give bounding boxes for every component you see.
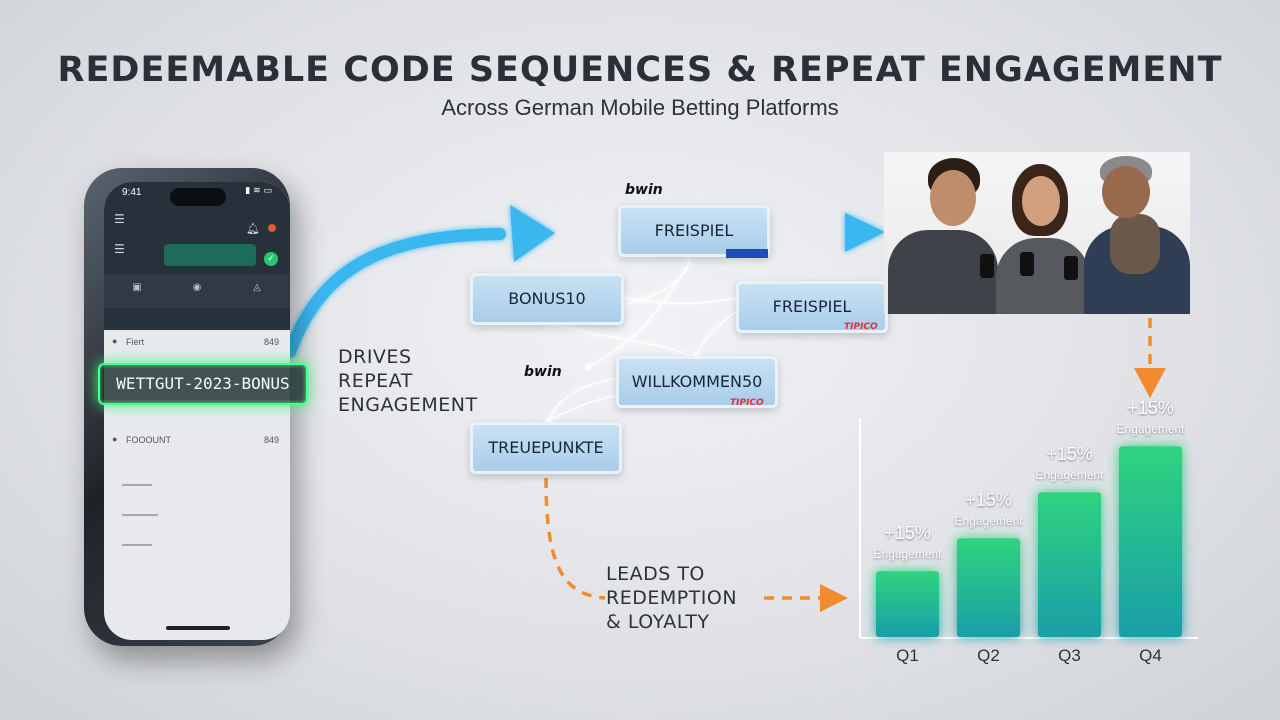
people-arrow-head <box>845 213 885 252</box>
app-nav <box>104 274 290 308</box>
tipico-logo: TIPICO <box>844 322 878 332</box>
leads-line: LEADS TO <box>606 563 705 585</box>
bar-sub-label: Engagement <box>873 547 942 562</box>
list-item-label: FOOOUNT <box>126 435 171 445</box>
phone-screen: 9:41 ▮ ≋ ▭ ☰ ☰ 🔔︎ ✓ ▣ ◉ ◬ ● Fiert 849 ● … <box>104 182 290 640</box>
redemption-flow <box>544 477 606 600</box>
users-photo <box>884 152 1190 314</box>
chart-bar <box>1119 446 1182 637</box>
list-item-icon: ● <box>112 336 118 346</box>
bar-sub-label: Engagement <box>1116 422 1185 437</box>
nav-bets-icon[interactable]: ◉ <box>192 282 202 293</box>
bwin-logo: bwin <box>625 182 663 198</box>
bar-sub-label: Engagement <box>1035 468 1104 483</box>
list-item-icon: ● <box>112 434 118 444</box>
code-node-treuepunkte: TREUEPUNKTE <box>470 422 622 474</box>
phone-notch <box>170 188 226 206</box>
bar-value-label: +15% <box>884 523 931 544</box>
person-2-face <box>1022 176 1060 226</box>
balance-bar <box>164 244 256 266</box>
bar-category-label: Q1 <box>896 646 919 665</box>
leads-to-chart-head <box>820 584 848 612</box>
leads-line: & LOYALTY <box>606 611 710 633</box>
nav-notify-icon[interactable]: ◬ <box>253 282 261 293</box>
bar-value-label: +15% <box>965 490 1012 511</box>
drives-line: DRIVES <box>338 346 412 368</box>
code-node-freispiel: FREISPIEL <box>618 205 770 257</box>
status-time: 9:41 <box>122 187 142 198</box>
profile-icon[interactable] <box>268 224 276 232</box>
engagement-arc-head <box>510 205 555 262</box>
person-1-face <box>930 170 976 226</box>
list-item-label: Fiert <box>126 337 144 347</box>
bwin-badge <box>726 249 768 258</box>
person-3-face <box>1102 166 1150 218</box>
bar-category-label: Q4 <box>1139 646 1162 665</box>
menu-icon[interactable]: ☰ <box>114 212 125 226</box>
status-icons: ▮ ≋ ▭ <box>245 186 272 196</box>
network-links <box>544 253 739 423</box>
list-item-value: 849 <box>264 337 280 347</box>
promo-code-field[interactable]: WETTGUT-2023-BONUS <box>98 363 308 405</box>
bar-category-label: Q3 <box>1058 646 1081 665</box>
page-subtitle: Across German Mobile Betting Platforms <box>441 95 839 120</box>
bar-value-label: +15% <box>1046 444 1093 465</box>
chart-bar <box>957 538 1020 637</box>
bell-icon[interactable]: 🔔︎ <box>246 222 260 235</box>
phone-icon <box>1064 256 1078 280</box>
placeholder-line <box>122 484 152 486</box>
drives-line: REPEAT <box>338 370 413 392</box>
nav-home-icon[interactable]: ▣ <box>132 282 142 293</box>
phone-icon <box>980 254 994 278</box>
chart-bar <box>876 571 939 637</box>
code-node-willkommen50: WILLKOMMEN50 <box>616 356 778 408</box>
leads-label: LEADS TO REDEMPTION & LOYALTY <box>606 562 737 634</box>
person-1 <box>888 230 998 314</box>
bwin-logo: bwin <box>524 364 562 380</box>
chart-bar <box>1038 492 1101 637</box>
code-node-freispiel-tipico: FREISPIEL <box>736 281 888 333</box>
secondary-menu-icon[interactable]: ☰ <box>114 242 125 256</box>
engagement-arc <box>284 228 506 358</box>
code-node-bonus10: BONUS10 <box>470 273 624 325</box>
bar-sub-label: Engagement <box>954 514 1023 529</box>
drives-line: ENGAGEMENT <box>338 394 478 416</box>
phone-icon <box>1020 252 1034 276</box>
people-to-chart-head <box>1134 368 1166 398</box>
drives-label: DRIVES REPEAT ENGAGEMENT <box>338 345 478 417</box>
list-item-value: 849 <box>264 435 280 445</box>
placeholder-line <box>122 514 158 516</box>
shield-check-icon: ✓ <box>264 252 278 266</box>
home-indicator <box>166 626 230 630</box>
person-3-scarf <box>1110 214 1160 274</box>
tipico-logo: TIPICO <box>730 398 764 408</box>
bar-value-label: +15% <box>1127 398 1174 419</box>
bar-category-label: Q2 <box>977 646 1000 665</box>
leads-line: REDEMPTION <box>606 587 738 609</box>
page-title: REDEEMABLE CODE SEQUENCES & REPEAT ENGAG… <box>57 50 1223 90</box>
placeholder-line <box>122 544 152 546</box>
